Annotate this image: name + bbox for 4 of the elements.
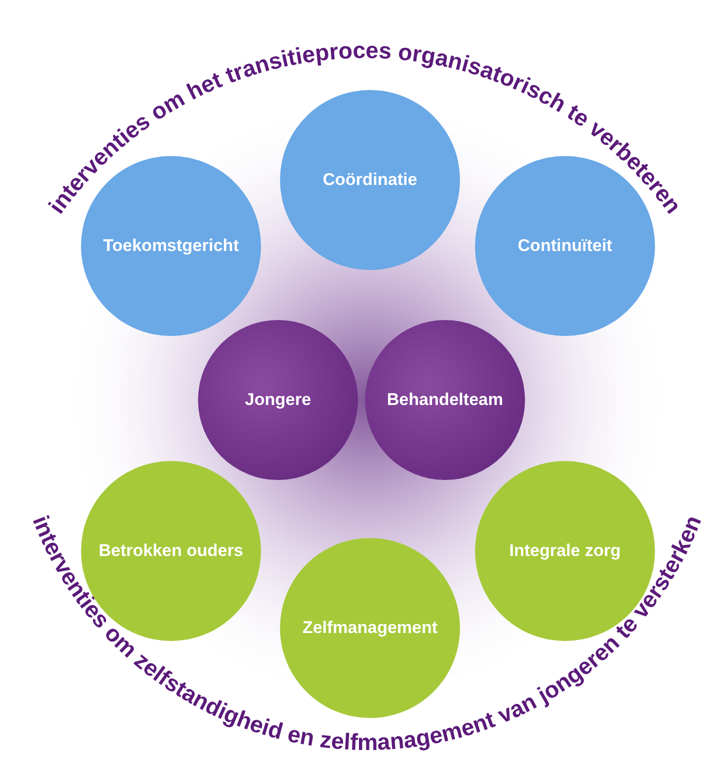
node-label: Toekomstgericht: [103, 236, 239, 256]
node-label: Jongere: [244, 390, 312, 410]
node-label: Continuïteit: [518, 236, 612, 256]
node-label: Behandelteam: [386, 390, 504, 410]
